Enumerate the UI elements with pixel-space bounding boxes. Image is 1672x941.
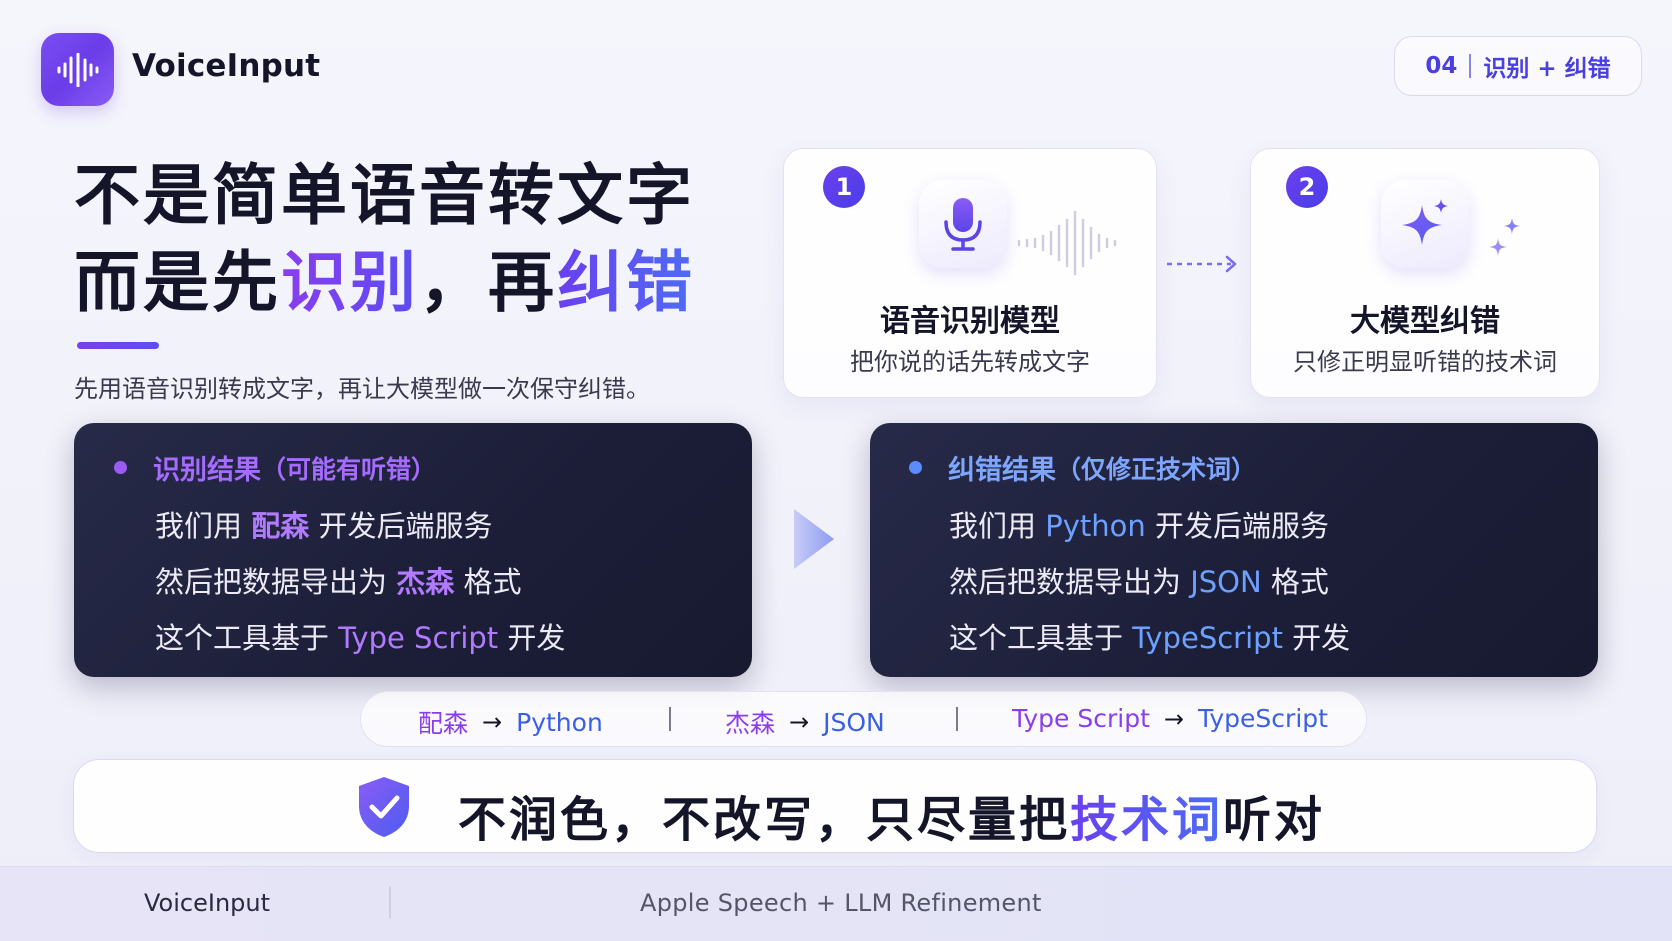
text-segment: JSON <box>823 707 885 737</box>
misheard-term: 配森 <box>251 509 310 543</box>
term-mapping-bar <box>360 691 1367 747</box>
page-indicator: 04 识别 + 纠错 <box>1394 36 1642 96</box>
page-number: 04 <box>1425 53 1458 79</box>
step-desc-llm: 只修正明显听错的技术词 <box>1293 348 1557 376</box>
headline-line-2: 而是先识别，再纠错 <box>74 250 695 316</box>
panel-note: （仅修正技术词） <box>1056 454 1257 484</box>
bullet-dot <box>114 461 127 474</box>
headline-text: 而是先 <box>74 244 281 321</box>
text-segment: Type Script <box>1012 704 1150 733</box>
right-arrow-icon: → <box>789 708 810 736</box>
panel-title: 纠错结果 <box>948 455 1056 486</box>
play-arrow-icon <box>794 509 834 569</box>
text-segment: 然后把数据导出为 <box>155 565 397 599</box>
recognition-line: 这个工具基于 Type Script 开发 <box>155 615 565 657</box>
page-section-title: 识别 + 纠错 <box>1483 56 1611 82</box>
text-segment: 我们用 <box>949 509 1046 543</box>
recognition-result-panel <box>74 423 752 677</box>
text-segment: 开发 <box>498 621 566 655</box>
panel-note: （可能有听错） <box>261 454 437 484</box>
principle-highlight: 技术词 <box>1070 792 1224 848</box>
step-desc-asr: 把你说的话先转成文字 <box>850 348 1090 376</box>
waveform-icon <box>57 52 98 87</box>
headline-highlight-recognize: 识别 <box>281 244 419 321</box>
term-mapping-item: 杰森 → JSON <box>725 704 885 740</box>
step-number-badge: 2 <box>1286 166 1328 208</box>
text-segment: 我们用 <box>155 509 252 543</box>
mapping-divider <box>669 707 671 731</box>
corrected-term: TypeScript <box>1132 621 1283 655</box>
text-segment: 开发 <box>1282 621 1351 655</box>
text-segment: 不润色，不改写，只尽量把 <box>458 792 1071 848</box>
correction-result-panel <box>870 423 1598 677</box>
recognition-line: 我们用 配森 开发后端服务 <box>155 503 492 545</box>
correction-line: 我们用 Python 开发后端服务 <box>949 503 1329 545</box>
text-segment: 这个工具基于 <box>949 621 1133 655</box>
principle-banner <box>73 759 1597 853</box>
text-segment: Python <box>516 707 603 737</box>
headline-text: ，再 <box>419 244 557 321</box>
misheard-term: 杰森 <box>396 565 455 599</box>
headline-underline <box>77 342 159 349</box>
recognition-result-title: 识别结果（可能有听错） <box>114 448 436 487</box>
footer-divider <box>389 886 391 918</box>
text-segment: 开发后端服务 <box>1145 509 1329 543</box>
page-indicator-divider <box>1469 54 1472 78</box>
right-arrow-icon: → <box>1163 704 1184 733</box>
corrected-term: JSON <box>1190 565 1262 599</box>
text-segment: 格式 <box>454 565 522 599</box>
waveform-icon <box>71 884 117 922</box>
footer-bar <box>0 866 1672 941</box>
correction-line: 这个工具基于 TypeScript 开发 <box>949 615 1350 657</box>
text-segment: TypeScript <box>1198 704 1328 733</box>
correction-result-title: 纠错结果（仅修正技术词） <box>909 448 1256 487</box>
misheard-term: Type Script <box>338 621 499 655</box>
sparkle-icon <box>1381 180 1469 268</box>
panel-title: 识别结果 <box>153 455 261 486</box>
shield-check-icon <box>359 777 409 837</box>
step-title-llm: 大模型纠错 <box>1350 304 1500 339</box>
text-segment: 格式 <box>1261 565 1329 599</box>
mapping-divider <box>956 707 958 731</box>
step-title-asr: 语音识别模型 <box>880 304 1060 339</box>
headline-subtitle: 先用语音识别转成文字，再让大模型做一次保守纠错。 <box>74 375 650 403</box>
text-segment: 杰森 <box>725 709 776 738</box>
term-mapping-item: Type Script → TypeScript <box>1012 704 1328 733</box>
brand-name: VoiceInput <box>132 48 321 84</box>
microphone-icon <box>919 180 1007 268</box>
text-segment: 开发后端服务 <box>309 509 493 543</box>
right-arrow-icon: → <box>482 708 503 736</box>
text-segment: 这个工具基于 <box>155 621 339 655</box>
principle-text: 不润色，不改写，只尽量把技术词听对 <box>458 780 1325 850</box>
soundwave-icon <box>1017 210 1117 276</box>
dashed-arrow-icon <box>1167 255 1237 273</box>
text-segment: 然后把数据导出为 <box>949 565 1191 599</box>
term-mapping-item: 配森 → Python <box>418 704 603 740</box>
text-segment: 听对 <box>1223 792 1326 848</box>
correction-line: 然后把数据导出为 JSON 格式 <box>949 559 1329 601</box>
text-segment: 配森 <box>418 709 469 738</box>
app-logo <box>41 33 114 106</box>
small-sparkles-icon <box>1489 218 1520 256</box>
headline-highlight-correct: 纠错 <box>557 244 695 321</box>
recognition-line: 然后把数据导出为 杰森 格式 <box>155 559 521 601</box>
bullet-dot <box>909 461 922 474</box>
headline-line-1: 不是简单语音转文字 <box>74 157 695 234</box>
corrected-term: Python <box>1045 509 1146 543</box>
footer-brand: VoiceInput <box>144 889 271 917</box>
step-number-badge: 1 <box>823 166 865 208</box>
footer-tagline: Apple Speech + LLM Refinement <box>640 889 1042 917</box>
